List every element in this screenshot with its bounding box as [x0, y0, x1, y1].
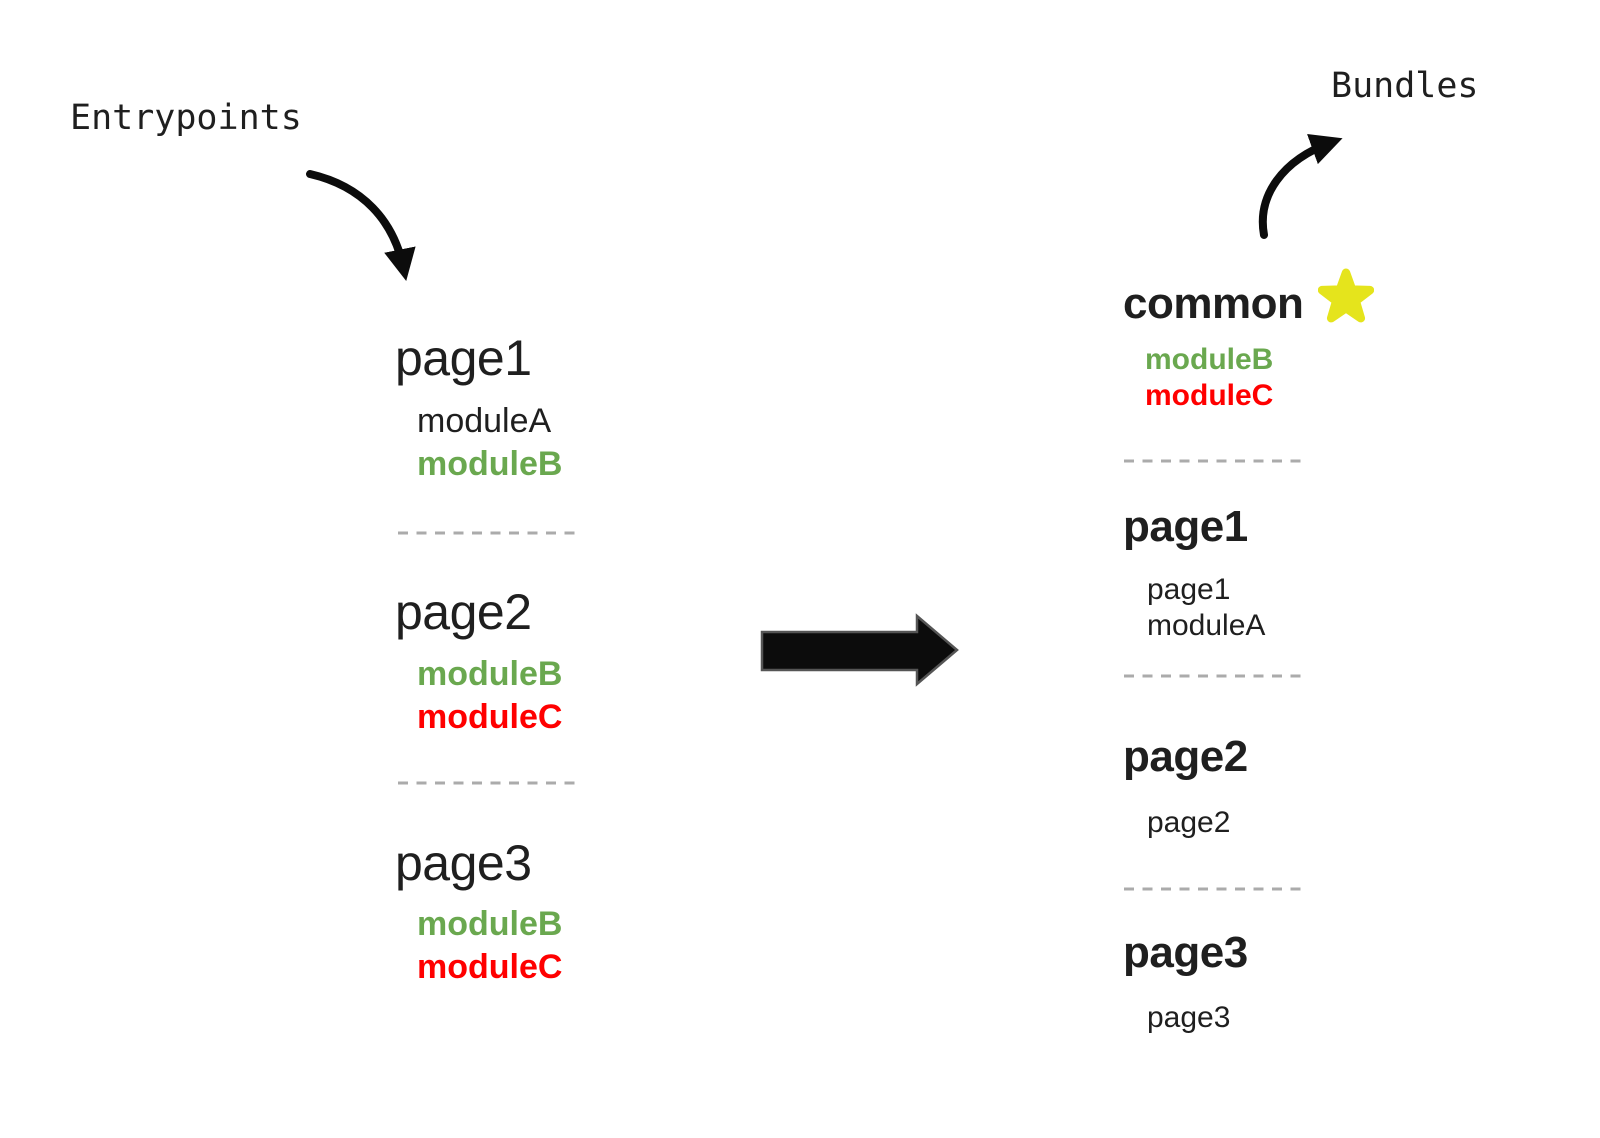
entry-page1-heading: page1	[395, 330, 532, 386]
bundle-common-modules: moduleB moduleC	[1145, 342, 1273, 414]
group-divider	[1124, 459, 1304, 463]
star-icon	[1318, 268, 1374, 323]
bundle-common-heading: common	[1123, 279, 1304, 328]
transform-arrow-icon	[760, 613, 959, 687]
module-item: moduleB	[417, 905, 563, 943]
bundle-page3-heading: page3	[1123, 928, 1248, 977]
bundles-curved-arrow-icon	[1258, 134, 1343, 239]
bundle-page1-modules: page1 moduleA	[1147, 572, 1265, 644]
module-item: moduleB	[417, 445, 563, 483]
group-divider	[398, 781, 578, 785]
entry-page2-modules: moduleB moduleC	[417, 653, 562, 739]
module-item: moduleC	[1145, 379, 1274, 412]
module-item: moduleB	[417, 655, 563, 693]
bundle-page2-heading: page2	[1123, 732, 1248, 781]
module-item: moduleC	[417, 698, 563, 736]
module-item: page2	[1147, 806, 1231, 839]
module-item: moduleC	[417, 948, 563, 986]
module-item: page3	[1147, 1001, 1231, 1034]
group-divider	[1124, 674, 1304, 678]
bundle-page1-heading: page1	[1123, 502, 1248, 551]
group-divider	[398, 531, 578, 535]
module-item: moduleA	[417, 402, 552, 440]
bundle-page2-modules: page2	[1147, 805, 1230, 841]
entry-page3-heading: page3	[395, 835, 532, 891]
entrypoints-label: Entrypoints	[70, 98, 302, 138]
entry-page1-modules: moduleA moduleB	[417, 400, 562, 486]
entry-page3-modules: moduleB moduleC	[417, 903, 562, 989]
module-item: page1	[1147, 573, 1231, 606]
module-item: moduleA	[1147, 609, 1266, 642]
entry-page2-heading: page2	[395, 584, 532, 640]
bundles-label: Bundles	[1331, 66, 1479, 106]
group-divider	[1124, 887, 1304, 891]
bundle-page3-modules: page3	[1147, 1000, 1230, 1036]
module-item: moduleB	[1145, 343, 1274, 376]
entrypoints-curved-arrow-icon	[306, 170, 416, 281]
